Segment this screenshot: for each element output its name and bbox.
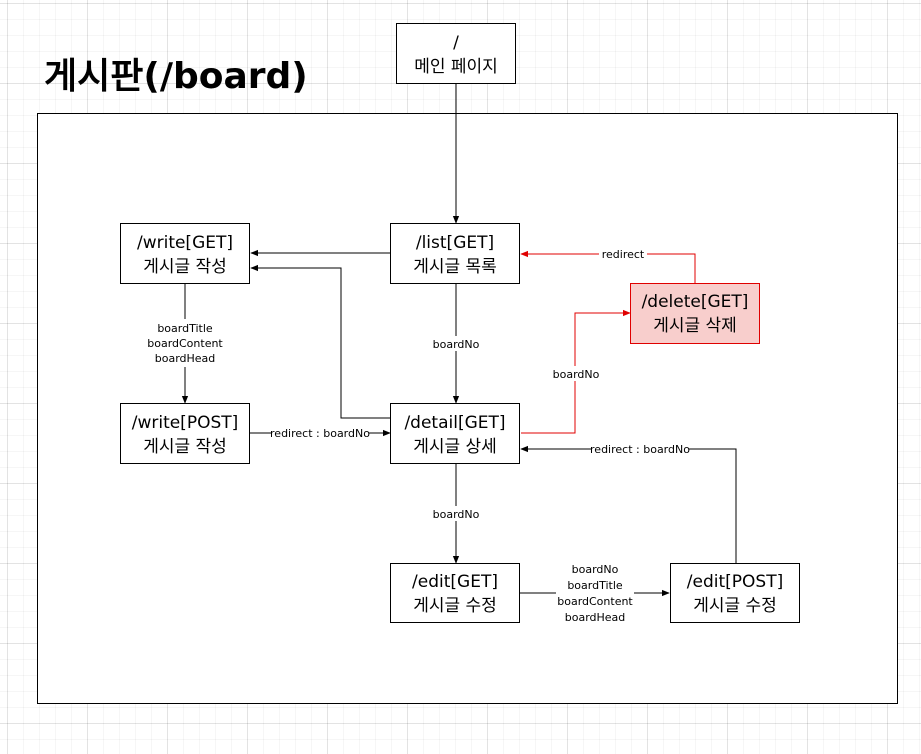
svg-text:boardNo: boardNo <box>553 368 600 381</box>
svg-text:redirect: redirect <box>602 248 645 261</box>
svg-text:/edit[GET]: /edit[GET] <box>412 572 498 592</box>
svg-text:boardTitle: boardTitle <box>157 322 213 335</box>
svg-text:boardTitle: boardTitle <box>567 579 623 592</box>
diagram-title: 게시판(/board) <box>44 56 308 97</box>
edge-label-edit-post-to-detail: redirect : boardNo <box>590 442 690 457</box>
node-list-get: /list[GET] 게시글 목록 <box>390 223 520 284</box>
node-edit-post: /edit[POST] 게시글 수정 <box>670 563 800 623</box>
svg-text:게시글 작성: 게시글 작성 <box>143 257 227 277</box>
node-main-page: / 메인 페이지 <box>396 23 516 84</box>
svg-text:/detail[GET]: /detail[GET] <box>404 413 505 433</box>
node-write-post: /write[POST] 게시글 작성 <box>120 403 250 464</box>
svg-text:게시글 작성: 게시글 작성 <box>143 437 227 457</box>
svg-text:/edit[POST]: /edit[POST] <box>687 572 783 592</box>
svg-text:게시글 수정: 게시글 수정 <box>413 596 497 616</box>
node-edit-get: /edit[GET] 게시글 수정 <box>390 563 520 623</box>
svg-text:/list[GET]: /list[GET] <box>416 233 494 253</box>
edge-label-delete-to-list: redirect <box>599 246 647 261</box>
svg-text:redirect : boardNo: redirect : boardNo <box>590 443 690 456</box>
svg-text:boardContent: boardContent <box>557 595 633 608</box>
edge-label-edit-params: boardNo boardTitle boardContent boardHea… <box>556 561 634 625</box>
svg-text:게시글 상세: 게시글 상세 <box>413 437 497 457</box>
edge-label-write-params: boardTitle boardContent boardHead <box>146 319 224 367</box>
svg-text:boardHead: boardHead <box>155 352 216 365</box>
svg-text:boardHead: boardHead <box>565 611 626 624</box>
svg-text:게시글 삭제: 게시글 삭제 <box>653 316 737 336</box>
node-detail-get: /detail[GET] 게시글 상세 <box>390 403 520 464</box>
svg-text:boardContent: boardContent <box>147 337 223 350</box>
edge-label-list-to-detail: boardNo <box>430 336 482 351</box>
svg-text:/: / <box>453 33 459 53</box>
svg-text:/delete[GET]: /delete[GET] <box>642 292 749 312</box>
node-delete-get: /delete[GET] 게시글 삭제 <box>630 283 760 344</box>
svg-text:/write[GET]: /write[GET] <box>137 233 233 253</box>
edge-delete-to-list <box>520 250 696 283</box>
svg-text:게시글 목록: 게시글 목록 <box>413 257 497 277</box>
svg-text:메인 페이지: 메인 페이지 <box>414 57 498 77</box>
svg-text:/write[POST]: /write[POST] <box>132 413 239 433</box>
svg-text:redirect : boardNo: redirect : boardNo <box>270 427 370 440</box>
edge-detail-to-write-get <box>250 264 390 419</box>
svg-text:boardNo: boardNo <box>433 338 480 351</box>
edge-label-detail-to-delete: boardNo <box>550 366 602 381</box>
edge-label-detail-to-edit: boardNo <box>430 506 482 521</box>
svg-text:게시글 수정: 게시글 수정 <box>693 596 777 616</box>
svg-text:boardNo: boardNo <box>572 563 619 576</box>
node-write-get: /write[GET] 게시글 작성 <box>120 223 250 284</box>
svg-text:boardNo: boardNo <box>433 508 480 521</box>
edge-label-write-post-to-detail: redirect : boardNo <box>270 426 370 441</box>
